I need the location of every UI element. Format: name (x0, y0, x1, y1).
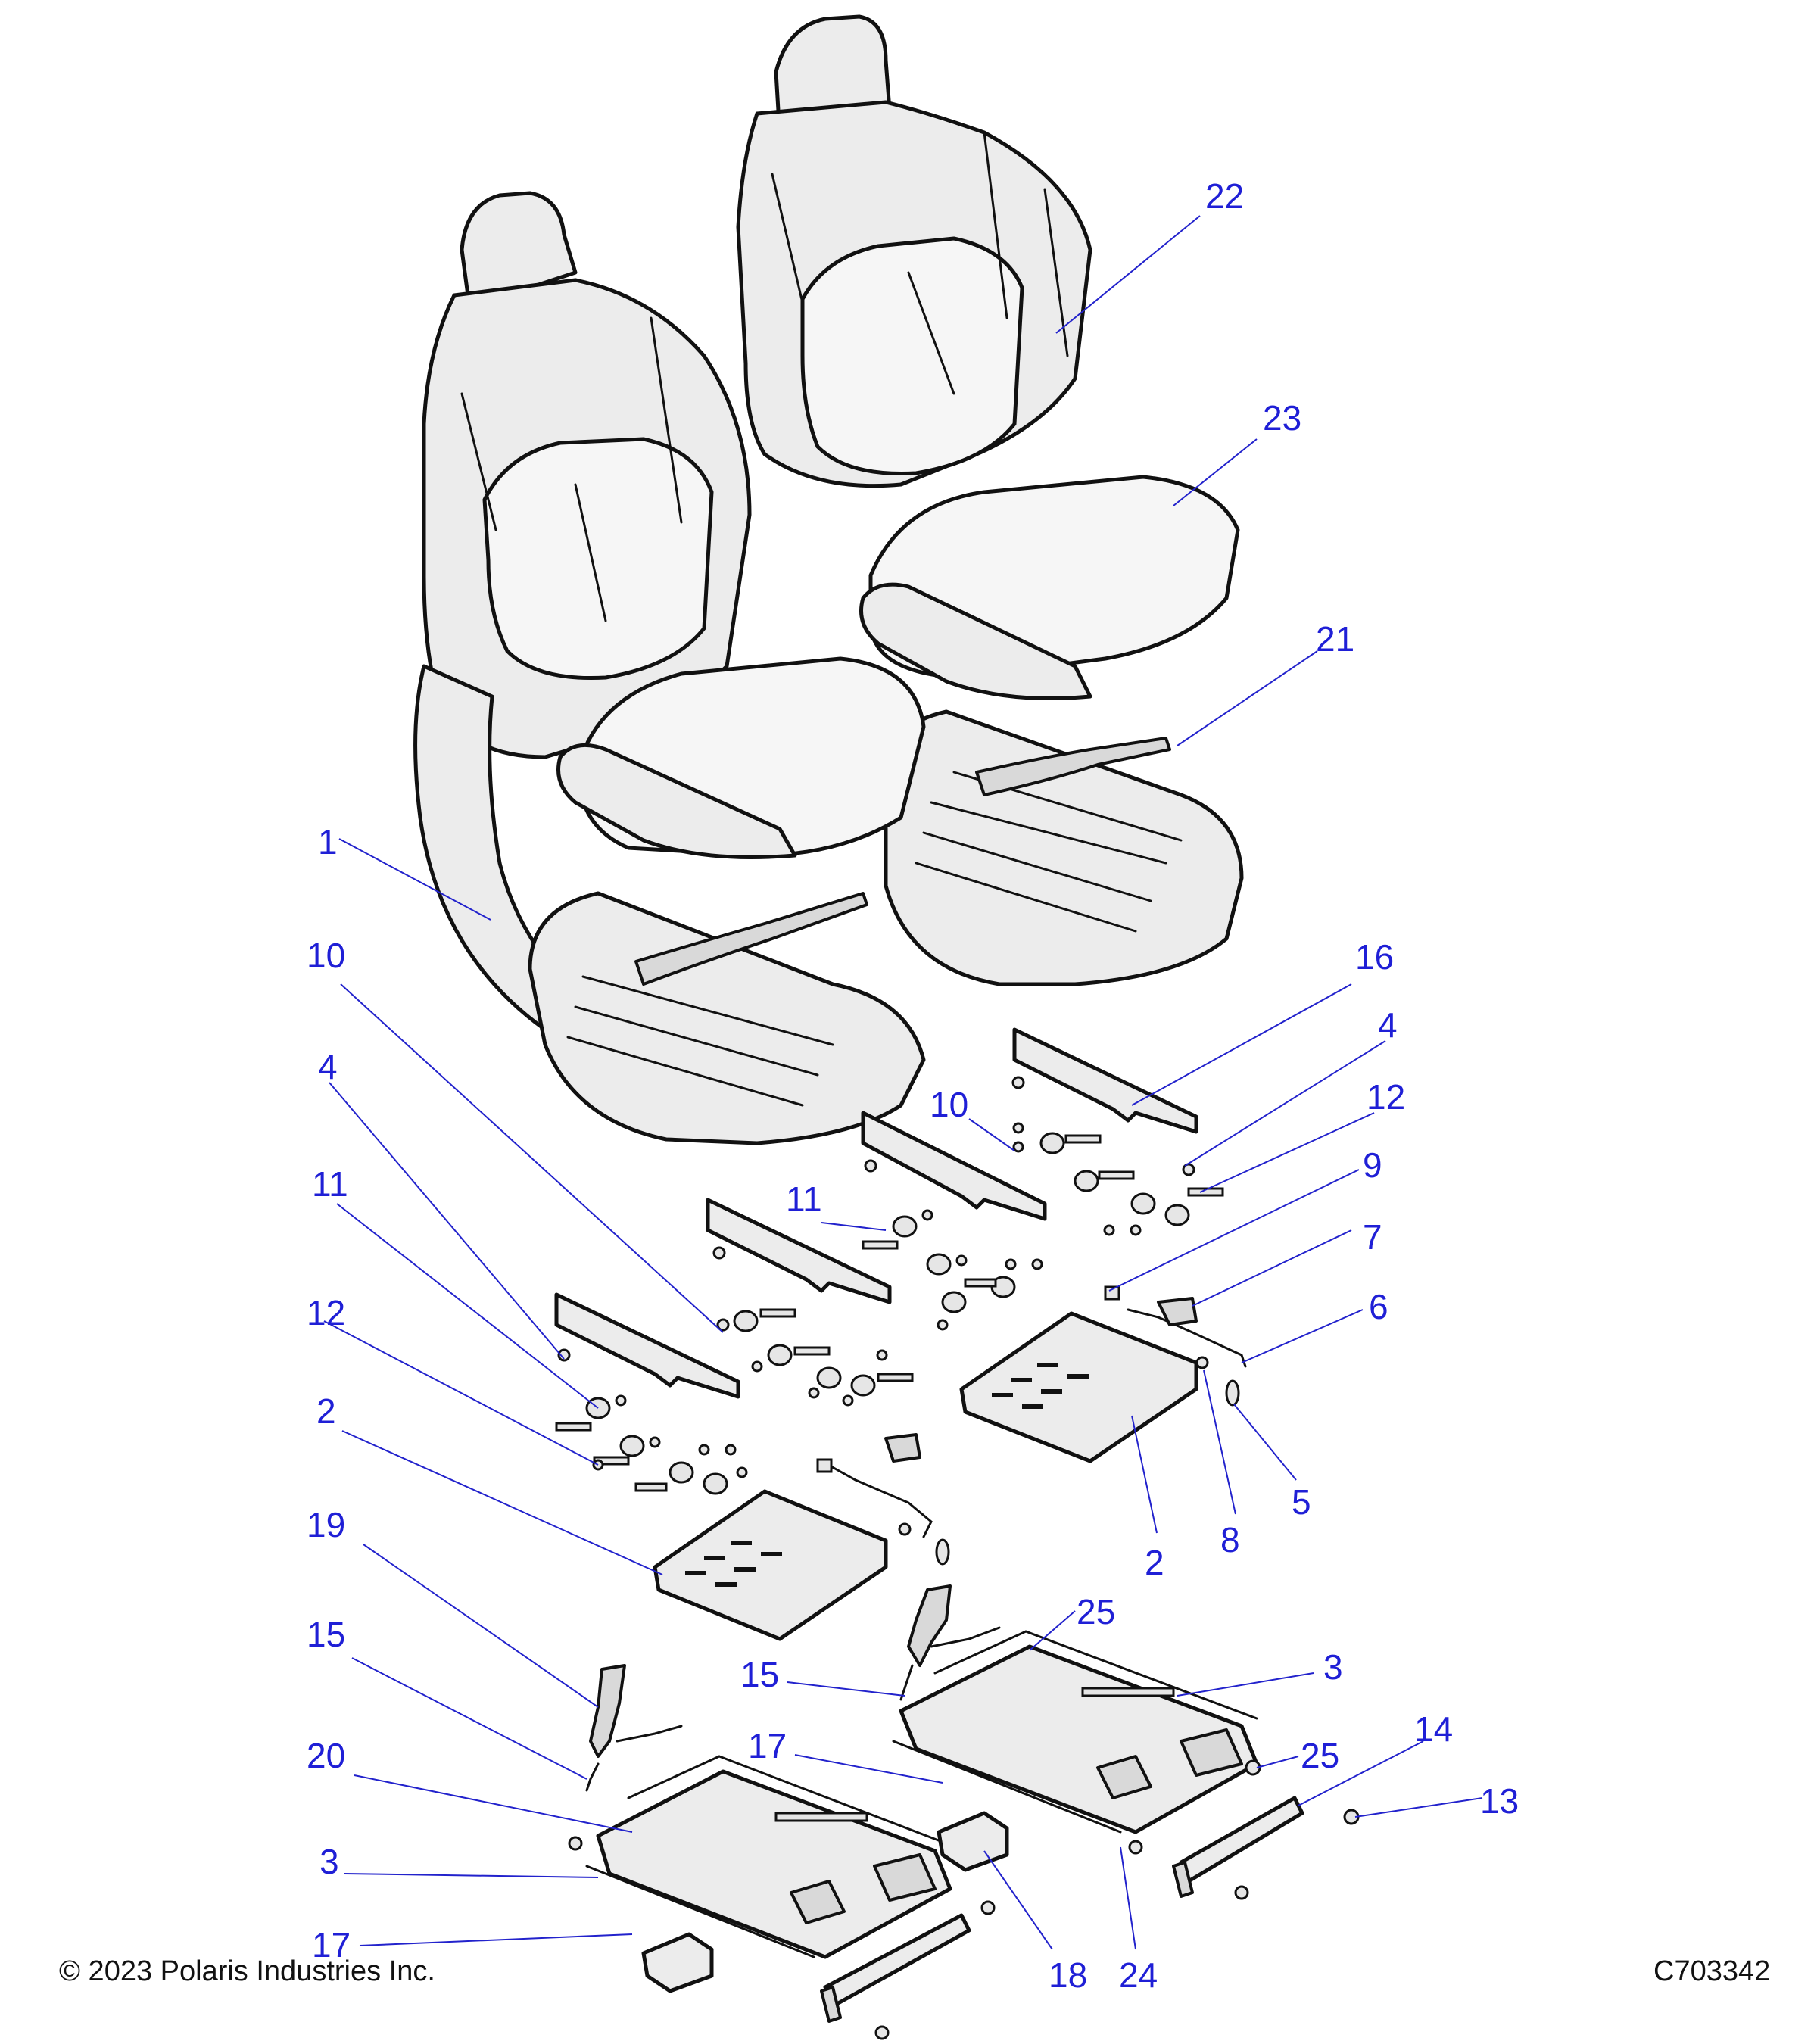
callout-15-left: 15 (307, 1615, 345, 1654)
callout-21: 21 (1316, 619, 1354, 659)
callout-23: 23 (1263, 398, 1301, 438)
callout-15-right: 15 (740, 1655, 779, 1694)
right-seat-assembly (736, 14, 1244, 986)
callout-25-right: 25 (1301, 1736, 1339, 1775)
callout-3-right: 3 (1323, 1647, 1343, 1687)
seat-mount-brackets (554, 1027, 1198, 1399)
left-seat-assembly (413, 191, 926, 1145)
seat-slider-frames (568, 1630, 1360, 2040)
drawing-number: C703342 (1653, 1955, 1771, 1987)
callout-9: 9 (1363, 1145, 1382, 1185)
callout-8: 8 (1220, 1520, 1240, 1559)
callout-13: 13 (1480, 1781, 1519, 1821)
callout-labels: 22 23 21 1 16 10 10 4 4 12 12 9 11 11 7 … (307, 176, 1519, 1995)
callout-7: 7 (1363, 1217, 1382, 1257)
callout-14: 14 (1414, 1709, 1453, 1749)
callout-17-left: 17 (312, 1925, 351, 1965)
callout-22: 22 (1205, 176, 1244, 216)
callout-6: 6 (1369, 1287, 1388, 1326)
callout-11-left: 11 (312, 1164, 348, 1204)
leader-lines (323, 215, 1483, 1950)
callout-4-right: 4 (1378, 1005, 1398, 1045)
callout-24: 24 (1119, 1955, 1158, 1995)
callout-5: 5 (1292, 1482, 1311, 1522)
seat-belt-buckles (585, 1584, 1001, 1792)
callout-3-left: 3 (319, 1842, 339, 1881)
callout-11-right: 11 (786, 1179, 822, 1219)
callout-4-left: 4 (318, 1047, 338, 1086)
callout-25-top: 25 (1077, 1592, 1115, 1631)
callout-16: 16 (1355, 937, 1394, 977)
callout-10-right: 10 (930, 1085, 968, 1124)
callout-17-right: 17 (748, 1726, 787, 1765)
copyright-notice: © 2023 Polaris Industries Inc. (59, 1955, 435, 1987)
callout-18: 18 (1049, 1955, 1087, 1995)
callout-12-left: 12 (307, 1293, 345, 1332)
callout-12-right: 12 (1367, 1077, 1405, 1117)
callout-2-left: 2 (316, 1391, 336, 1431)
callout-20: 20 (307, 1736, 345, 1775)
seat-mounting-plates (653, 1285, 1247, 1641)
callout-1: 1 (318, 822, 338, 862)
callout-19: 19 (307, 1505, 345, 1544)
callout-2-right: 2 (1145, 1543, 1164, 1582)
callout-10-left: 10 (307, 936, 345, 975)
